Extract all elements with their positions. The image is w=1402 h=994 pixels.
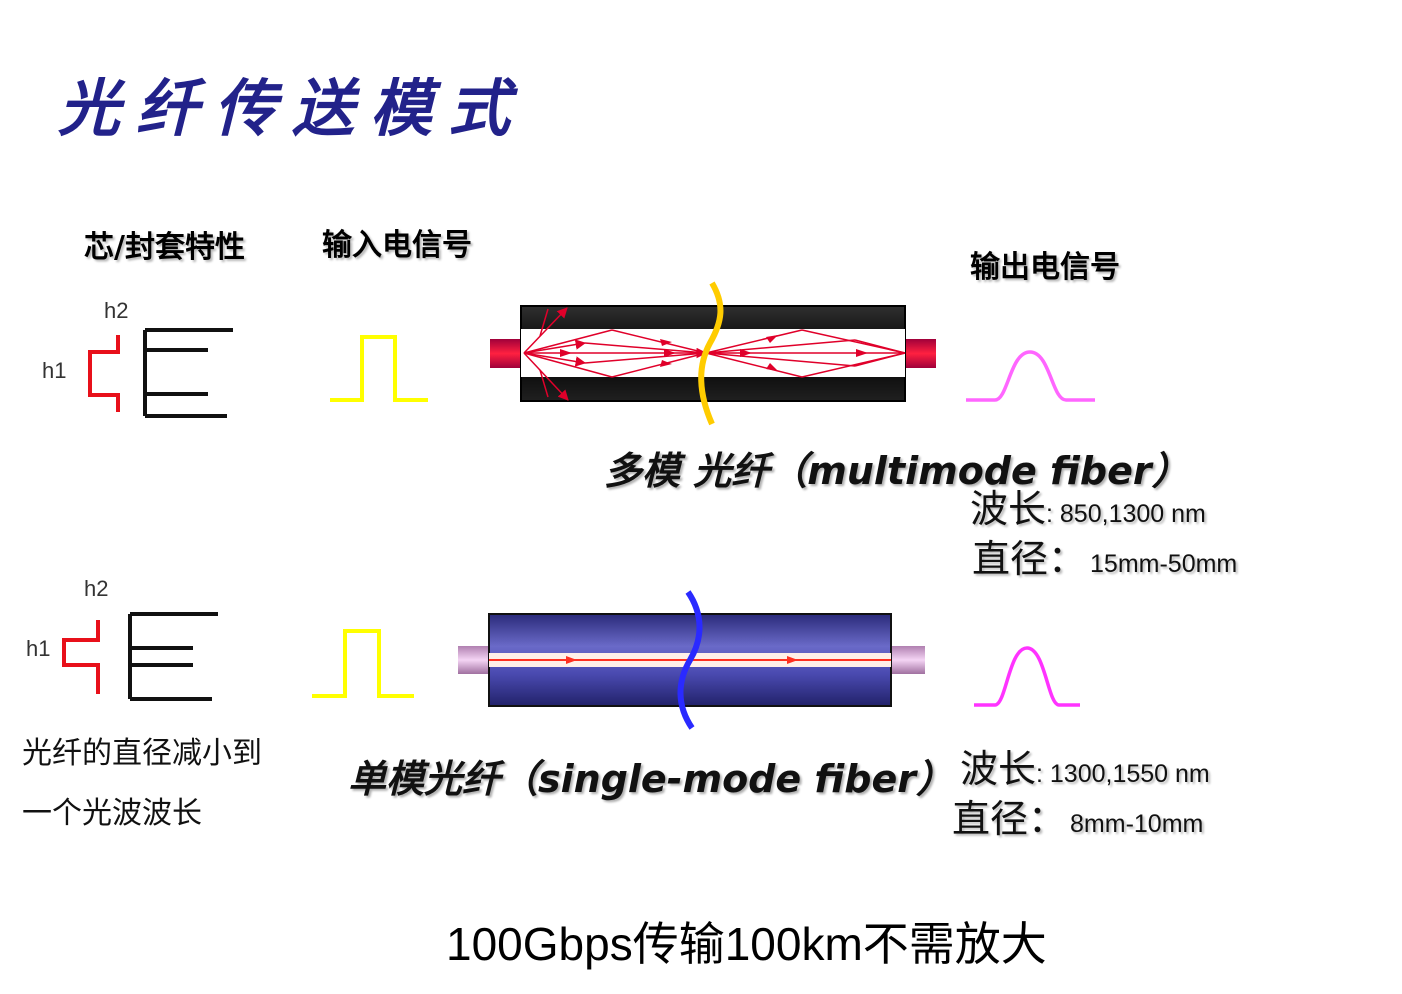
note-line-2: 一个光波波长 <box>22 796 202 831</box>
sm-diameter: 直径：8mm-10mm <box>952 788 1203 843</box>
multimode-fiber-label: 多模 光纤（multimode fiber） <box>604 449 1190 493</box>
output-signal-header: 输出电信号 <box>970 250 1120 285</box>
note-line-1: 光纤的直径减小到 <box>22 736 262 771</box>
mm-break-mark <box>698 281 724 426</box>
sm-wavelength-value: : 1300,1550 nm <box>1036 760 1210 788</box>
sm-diameter-label: 直径： <box>952 797 1067 841</box>
core-cladding-header: 芯/封套特性 <box>84 230 245 265</box>
mm-input-pulse <box>330 335 428 402</box>
sm-wavelength: 波长: 1300,1550 nm <box>960 738 1210 793</box>
mm-wavelength: 波长: 850,1300 nm <box>970 478 1206 533</box>
mm-h1-label: h1 <box>42 358 67 383</box>
singlemode-fiber-label: 单模光纤（single-mode fiber） <box>348 757 954 801</box>
mm-core-profile-line <box>88 335 120 412</box>
mm-h2-label: h2 <box>104 298 129 323</box>
sm-break-mark <box>677 590 703 730</box>
mm-diameter-label: 直径： <box>972 537 1087 581</box>
sm-wavelength-label: 波长 <box>960 747 1037 791</box>
sm-core-profile-line <box>62 620 100 694</box>
sm-diameter-value: 8mm-10mm <box>1070 810 1204 838</box>
sm-input-pulse <box>312 629 414 698</box>
mm-diameter-value: 15mm-50mm <box>1090 550 1238 578</box>
mm-index-profile <box>88 328 233 418</box>
mm-output-pulse <box>966 350 1095 402</box>
sm-h2-label: h2 <box>84 576 109 601</box>
page-title: 光纤传送模式 <box>58 72 527 145</box>
mm-wavelength-value: : 850,1300 nm <box>1046 500 1206 528</box>
singlemode-fiber <box>458 590 925 730</box>
mm-diameter: 直径：15mm-50mm <box>972 528 1237 583</box>
bottom-caption: 100Gbps传输100km不需放大 <box>446 918 1047 970</box>
sm-h1-label: h1 <box>26 636 51 661</box>
sm-output-pulse <box>974 646 1080 707</box>
input-signal-header: 输入电信号 <box>322 228 472 263</box>
sm-index-profile <box>62 612 218 701</box>
mm-wavelength-label: 波长 <box>970 487 1047 531</box>
multimode-fiber <box>490 281 936 426</box>
